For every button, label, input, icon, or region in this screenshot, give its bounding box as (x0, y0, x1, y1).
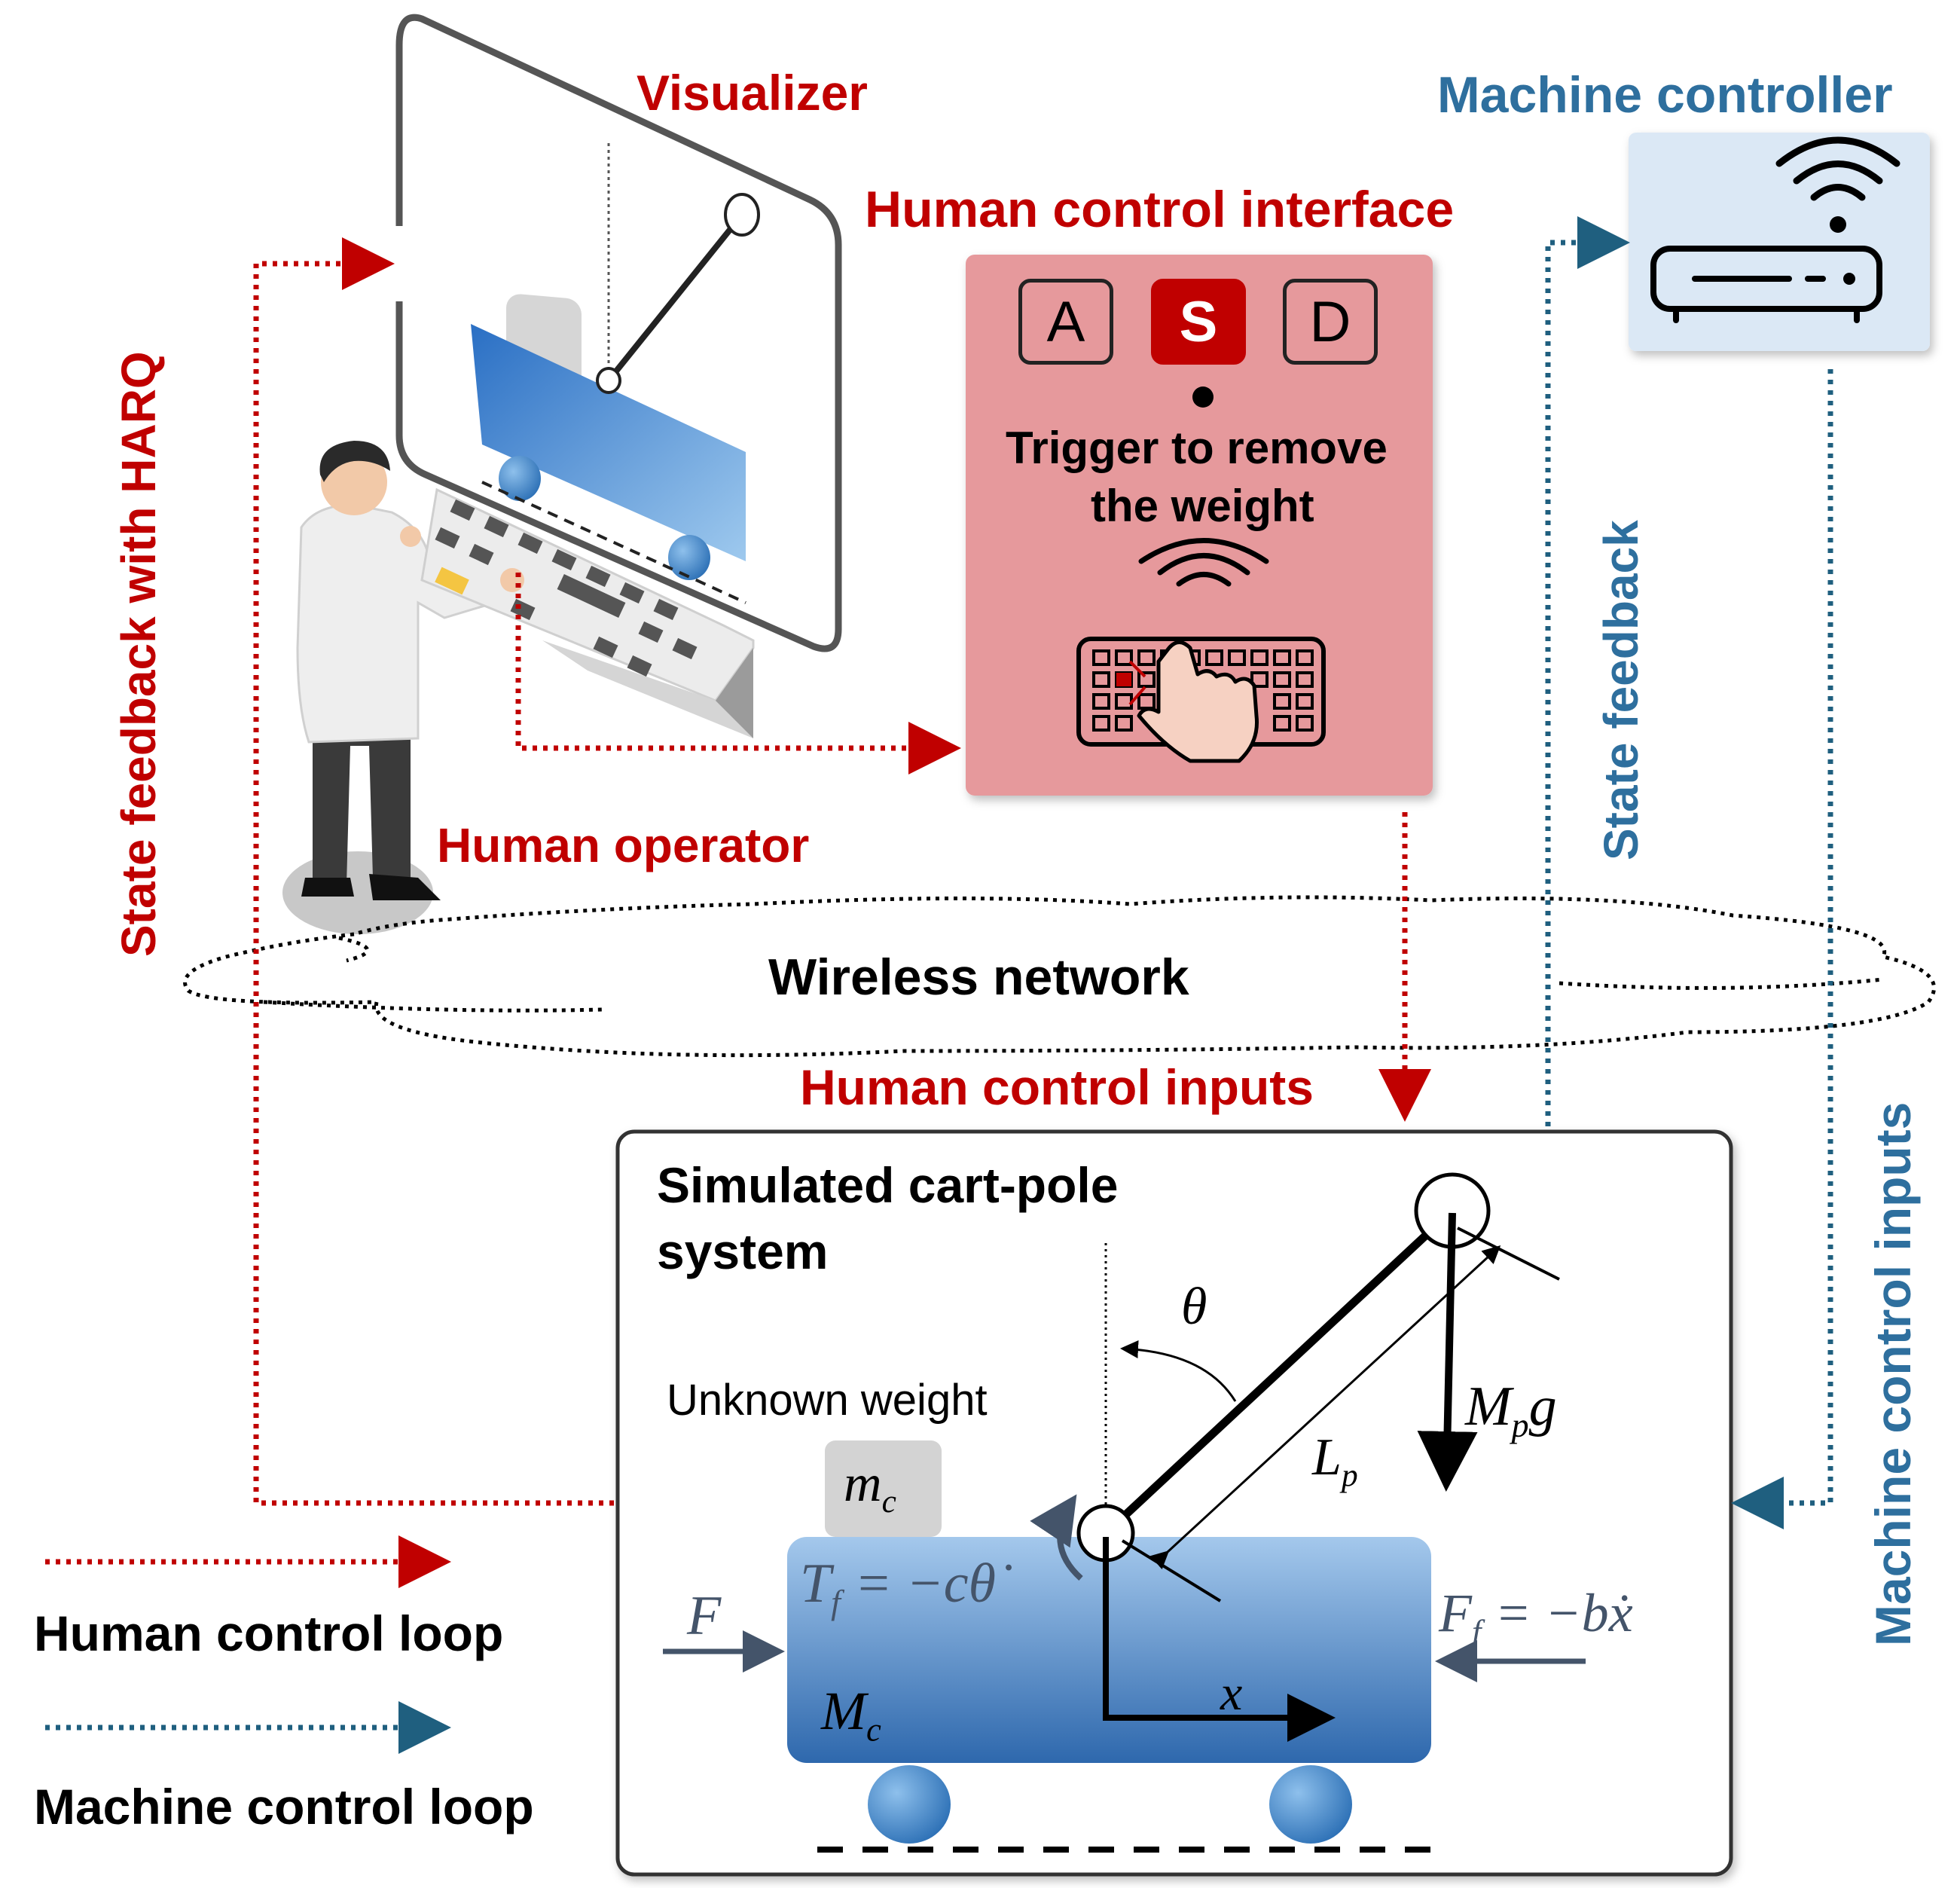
wireless-signal-icon (1138, 538, 1269, 587)
torque-arc (1030, 1494, 1083, 1581)
wireless-network-cloud (183, 895, 1936, 1058)
unknown-weight-label: Unknown weight (667, 1376, 988, 1425)
cart-wheel-left (868, 1765, 951, 1844)
visualizer-label: Visualizer (637, 65, 868, 121)
key-S: S (1151, 279, 1246, 365)
human-control-interface-panel (966, 255, 1433, 796)
force-symbol: F (687, 1585, 722, 1647)
torque-friction-equation: Tf = −cθ̇ (800, 1553, 996, 1622)
weight-mass-symbol: mc (844, 1455, 896, 1520)
unknown-weight-block (825, 1440, 942, 1537)
state-feedback-harq-label: State feedback with HARQ (111, 351, 166, 957)
trigger-line-1: Trigger to remove (1006, 423, 1388, 473)
human-operator-label: Human operator (437, 818, 810, 872)
keyboard-press-icon (1076, 637, 1326, 763)
x-symbol: x (1220, 1666, 1243, 1721)
state-feedback-label: State feedback (1594, 520, 1648, 860)
legend-human-loop: Human control loop (34, 1605, 504, 1661)
trigger-line-2: the weight (1091, 481, 1314, 531)
legend-machine-loop: Machine control loop (34, 1779, 534, 1835)
screen-wheel (668, 535, 710, 580)
length-dimension (1149, 1245, 1501, 1570)
machine-controller-label: Machine controller (1437, 66, 1893, 124)
operator-figure (282, 441, 522, 934)
cart-body (787, 1537, 1431, 1763)
machine-controller-box (1629, 133, 1930, 351)
theta-symbol: θ (1181, 1278, 1207, 1336)
wifi-router-icon (1650, 136, 1900, 323)
machine-loop-lines (45, 216, 1833, 1754)
cart-mass-symbol: Mc (821, 1681, 881, 1749)
screen-wheel (499, 456, 541, 501)
control-console (400, 487, 755, 738)
wireless-network-label: Wireless network (768, 949, 1189, 1006)
sim-title-line-1: Simulated cart-pole (657, 1157, 1119, 1213)
visualizer-screen (395, 14, 842, 652)
gravity-arrow (1417, 1212, 1478, 1492)
human-loop-lines (45, 237, 1431, 1588)
human-control-interface-label: Human control interface (865, 181, 1455, 238)
human-control-inputs-label: Human control inputs (800, 1059, 1314, 1115)
gravity-force-symbol: Mpg (1465, 1376, 1557, 1445)
key-A: A (1018, 279, 1113, 365)
pole-length-symbol: Lp (1312, 1428, 1358, 1494)
sim-title-line-2: system (657, 1224, 829, 1279)
cart-friction-equation: Ff = −bẋ (1439, 1583, 1633, 1651)
cart-wheel-right (1269, 1765, 1352, 1844)
key-D: D (1283, 279, 1378, 365)
machine-control-inputs-label: Machine control inputs (1865, 1101, 1921, 1646)
key-indicator-dot (1192, 386, 1214, 408)
